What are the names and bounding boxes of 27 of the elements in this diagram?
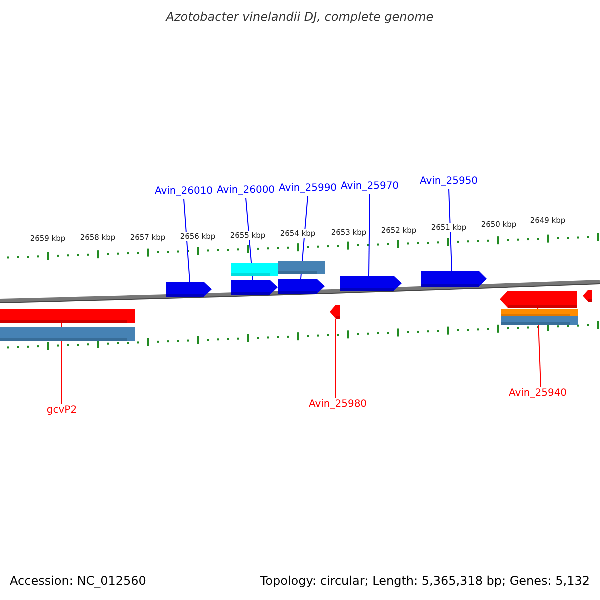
genome-info-note: Topology: circular; Length: 5,365,318 bp; Genes: 5,132 [260, 574, 590, 588]
leader-line [448, 188, 452, 272]
gene-bar [231, 263, 278, 276]
gene-label: Avin_25950 [420, 176, 478, 188]
gene-block [340, 276, 402, 291]
gene-label: Avin_25970 [340, 181, 400, 193]
gene-block [330, 305, 340, 319]
gene-bar [0, 309, 135, 323]
leader-line [184, 198, 190, 282]
gene-label: Avin_26010 [154, 186, 214, 198]
gene-label: Avin_25980 [308, 399, 368, 411]
gene-label: Avin_25940 [508, 388, 568, 400]
gene-bar [0, 327, 135, 341]
gene-label: Avin_26000 [216, 185, 276, 197]
gene-block [421, 271, 487, 287]
gene-bar [501, 316, 578, 325]
gene-block [500, 291, 577, 308]
gene-label: Avin_25990 [278, 183, 338, 195]
accession-note: Accession: NC_012560 [10, 574, 146, 588]
gene-block [231, 280, 278, 295]
gene-block [583, 290, 592, 302]
gene-block [166, 282, 212, 297]
gene-label: gcvP2 [46, 405, 78, 417]
title: Azotobacter vinelandii DJ, complete genome [164, 10, 435, 24]
gene-block [278, 279, 325, 294]
leader-line [368, 194, 370, 276]
gene-bar [278, 261, 325, 274]
